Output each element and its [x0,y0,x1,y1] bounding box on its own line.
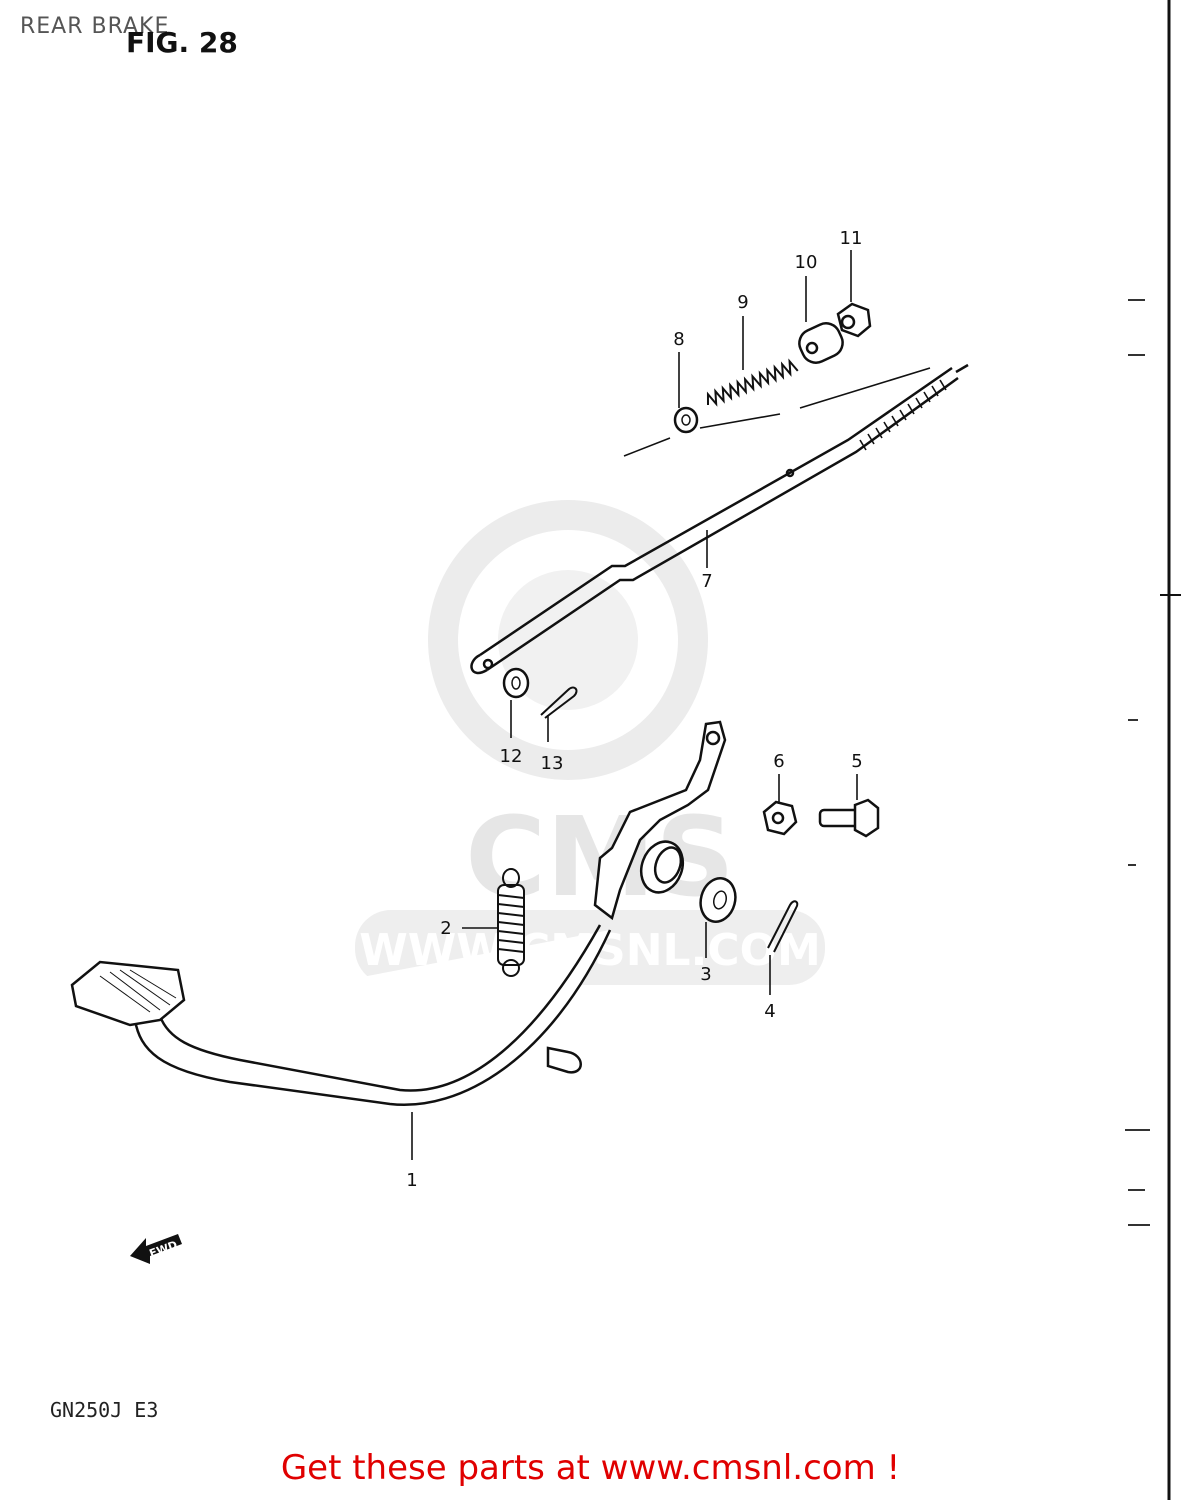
part-4-cotter-pin [767,900,799,953]
callout-2: 2 [440,918,451,939]
callout-1: 1 [406,1170,417,1191]
callout-labels: 1 2 3 4 5 6 7 8 9 10 11 12 13 [406,228,862,1191]
callout-9: 9 [737,292,748,313]
part-6-nut [762,800,798,836]
callout-6: 6 [773,751,784,772]
leader-lines [411,250,858,1160]
part-1-brake-pedal [70,720,727,1107]
part-11-nut [836,302,872,338]
part-13-cotter-pin [540,686,578,719]
callout-4: 4 [764,1001,775,1022]
callout-12: 12 [500,746,523,767]
part-12-washer [502,667,530,699]
callout-10: 10 [795,252,818,273]
figure-number: FIG. 28 [126,26,238,59]
margin-marks [1125,299,1150,1226]
part-8-washer [673,406,699,434]
watermark: CMS WWW.CMSNL.COM [355,500,825,985]
part-5-bolt [818,798,880,838]
callout-13: 13 [541,753,564,774]
part-7-brake-rod [470,363,969,675]
model-code: GN250J E3 [50,1398,159,1422]
part-10-joint [798,322,844,364]
callout-11: 11 [840,228,863,249]
part-2-return-spring [497,868,525,977]
callout-5: 5 [851,751,862,772]
callout-8: 8 [673,329,684,350]
callout-7: 7 [701,571,712,592]
fwd-label: FWD [148,1238,179,1260]
part-3-washer [699,877,737,923]
fwd-arrow-icon: FWD [130,1234,182,1264]
assembly-guide-line [623,367,931,457]
page-title: REAR BRAKE [20,14,170,39]
callout-3: 3 [700,964,711,985]
part-9-spring [706,358,799,407]
promo-link[interactable]: Get these parts at www.cmsnl.com ! [280,1448,901,1488]
